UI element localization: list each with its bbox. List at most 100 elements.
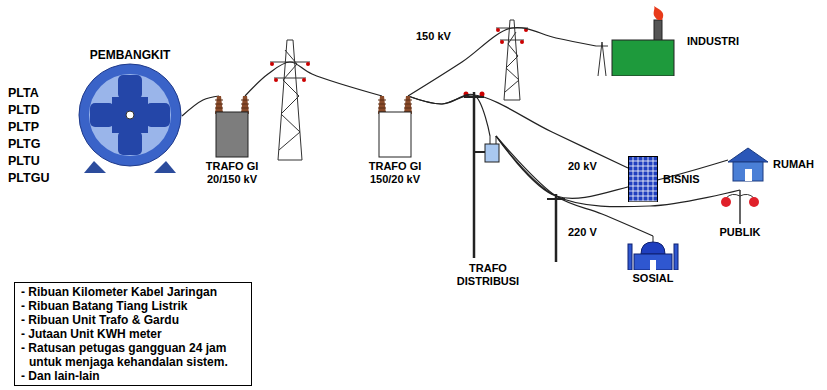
- bushing-disc: [378, 104, 386, 105]
- icon-row: BISNIS: [628, 156, 700, 202]
- power-line: [408, 28, 596, 96]
- minaret: [628, 244, 632, 270]
- plant-type: PLTD: [8, 103, 40, 118]
- street-lamp: [749, 197, 759, 207]
- bushing-disc: [241, 100, 249, 101]
- bushing-disc: [378, 108, 386, 109]
- mosque-door: [650, 260, 656, 270]
- transmission-tower: [278, 40, 302, 160]
- bushing-disc: [404, 104, 412, 105]
- generator-pole: [118, 75, 142, 99]
- transmission-tower: [306, 62, 310, 66]
- bushing-insulator: [378, 96, 386, 114]
- generator-rotor: [112, 97, 148, 133]
- transmission-tower: [278, 160, 302, 161]
- transmission-tower: [302, 78, 306, 82]
- house-body: [733, 162, 763, 181]
- industry-pylon: [596, 46, 608, 47]
- node-label: RUMAH: [773, 158, 814, 171]
- transmission-tower: [274, 78, 306, 79]
- public-lighting-icon: [712, 190, 768, 224]
- node-label: SOSIAL: [622, 272, 684, 285]
- transmission-tower: [270, 40, 310, 160]
- window-grid: [629, 161, 657, 162]
- voltage-label: 20 kV: [566, 160, 599, 173]
- window-grid: [629, 181, 657, 182]
- social-consumer: SOSIAL: [622, 236, 684, 285]
- bushing-disc: [215, 100, 223, 101]
- window-grid: [633, 157, 634, 201]
- plant-type: PLTP: [8, 120, 39, 135]
- distribution-transformer-icon: [452, 136, 524, 260]
- transmission-tower: [505, 32, 519, 92]
- plant-type: PLTG: [8, 137, 40, 152]
- window-grid: [648, 157, 649, 201]
- minaret: [674, 244, 678, 270]
- generator: PEMBANGKIT: [78, 48, 182, 175]
- social-consumer-icon: [622, 236, 684, 270]
- distribution-pole: [464, 92, 485, 259]
- industry-consumer: INDUSTRI: [596, 6, 739, 76]
- plant-type: PLTGU: [8, 171, 49, 186]
- office-building: [629, 157, 658, 202]
- node-label: TRAFO GI 20/150 kV: [197, 160, 267, 186]
- power-line: [496, 136, 740, 207]
- node-label: TRAFO GI 150/20 kV: [360, 160, 430, 186]
- bushing-insulator: [215, 96, 223, 114]
- transformer-tank: [216, 112, 248, 157]
- transformer-bracket: [474, 151, 485, 153]
- mosque-dome: [641, 242, 665, 254]
- window-grid: [629, 201, 657, 202]
- lamp-post: [739, 190, 741, 224]
- window-grid: [638, 157, 639, 201]
- voltage-label: 220 V: [566, 226, 599, 239]
- substation-transformer: TRAFO GI 150/20 kV: [360, 96, 430, 186]
- generator-symbol: [78, 63, 182, 175]
- node-label: BISNIS: [663, 173, 700, 186]
- transmission-tower: [496, 28, 500, 32]
- transmission-tower: [500, 40, 524, 41]
- business-consumer: BISNIS: [628, 156, 700, 202]
- house-consumer-icon: [728, 146, 768, 182]
- transformer-tank: [379, 112, 411, 157]
- window-grid: [643, 157, 644, 201]
- node-label: TRAFO DISTRIBUSI: [452, 262, 524, 288]
- transmission-tower: [270, 62, 274, 66]
- power-line: [245, 62, 382, 96]
- heading: PEMBANGKIT: [78, 48, 182, 63]
- window-grid: [629, 191, 657, 192]
- note-line: - Ribuan Batang Tiang Listrik: [21, 299, 243, 313]
- window-grid: [629, 166, 657, 167]
- house-door: [745, 169, 752, 181]
- icon-row: INDUSTRI: [596, 6, 739, 76]
- distribution-pole: [547, 194, 565, 262]
- bushing-disc: [241, 108, 249, 109]
- note-line: - Ratusan petugas gangguan 24 jam untuk …: [21, 341, 243, 369]
- distribution-pole: [473, 92, 476, 258]
- distribution-transformer: TRAFO DISTRIBUSI: [452, 136, 524, 288]
- substation-transformer-icon: [360, 96, 430, 158]
- generator-core: [89, 74, 171, 156]
- generator-pole: [90, 103, 114, 127]
- bushing-insulator: [241, 96, 249, 114]
- window-grid: [629, 186, 657, 187]
- note-line: - Ribuan Kilometer Kabel Jaringan: [21, 285, 243, 299]
- icon-row: RUMAH: [728, 146, 814, 182]
- public-lighting: PUBLIK: [712, 190, 768, 239]
- flame: [654, 6, 664, 20]
- power-line: [408, 95, 628, 168]
- generator-shaft: [126, 111, 134, 119]
- transformer-lead: [490, 136, 491, 144]
- street-lamp: [721, 197, 731, 207]
- transmission-tower: [520, 40, 524, 44]
- industry-pylon: [598, 42, 606, 76]
- window-grid: [629, 176, 657, 177]
- node-label: INDUSTRI: [687, 35, 739, 48]
- distribution-pole: [555, 194, 558, 262]
- power-line: [496, 136, 728, 198]
- window-grid: [629, 196, 657, 197]
- voltage-label: 150 kV: [414, 30, 453, 43]
- bushing-disc: [404, 108, 412, 109]
- transformer-lead: [496, 136, 497, 144]
